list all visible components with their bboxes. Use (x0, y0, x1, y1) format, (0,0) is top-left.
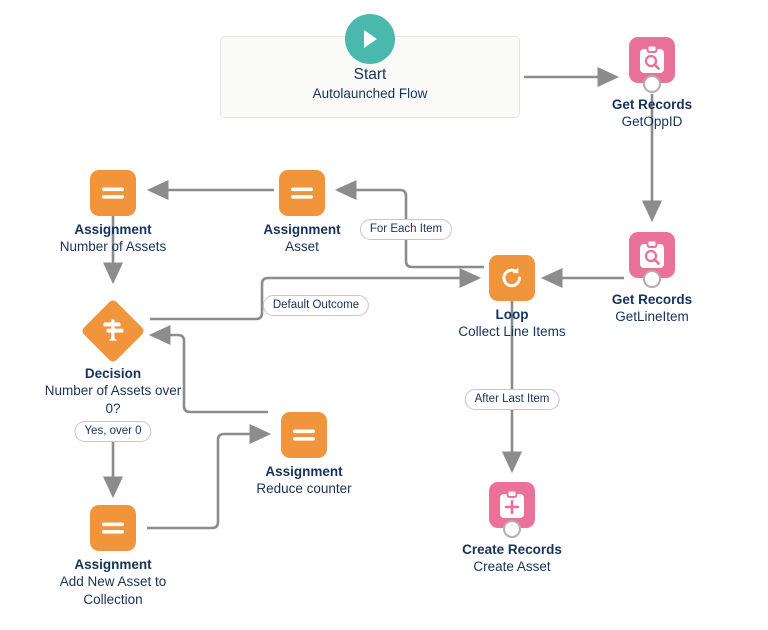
node-title: Assignment (74, 557, 152, 572)
node-title: Create Records (462, 542, 562, 557)
start-subtitle: Autolaunched Flow (312, 86, 428, 101)
node-assignment-number-of-assets[interactable]: Assignment Number of Assets (13, 170, 213, 256)
start-title: Start (353, 66, 387, 83)
play-icon (345, 14, 395, 64)
connector-label-yes-over-0[interactable]: Yes, over 0 (74, 421, 152, 442)
node-subtitle: Number of Assets over 0? (44, 383, 182, 416)
node-subtitle: Create Asset (473, 559, 551, 575)
get-records-icon (629, 37, 675, 93)
node-decision-number-of-assets-over-0[interactable]: Decision Number of Assets over 0? (13, 298, 213, 417)
node-title: Loop (495, 307, 529, 322)
node-get-records-getoppid[interactable]: Get Records GetOppID (552, 37, 752, 131)
node-loop-collect-line-items[interactable]: Loop Collect Line Items (412, 255, 612, 341)
connector-label-default-outcome[interactable]: Default Outcome (262, 295, 370, 316)
node-create-records-create-asset[interactable]: Create Records Create Asset (412, 482, 612, 576)
node-subtitle: Number of Assets (59, 239, 167, 255)
assignment-icon (279, 170, 325, 216)
node-assignment-reduce-counter[interactable]: Assignment Reduce counter (204, 412, 404, 498)
node-title: Assignment (74, 222, 152, 237)
node-subtitle: GetLineItem (615, 309, 689, 325)
node-subtitle: Reduce counter (256, 481, 352, 497)
assignment-icon (281, 412, 327, 458)
node-title: Get Records (611, 97, 693, 112)
node-assignment-add-new-asset[interactable]: Assignment Add New Asset to Collection (13, 505, 213, 608)
connector-nub (643, 75, 661, 93)
assignment-icon (90, 505, 136, 551)
create-records-icon (489, 482, 535, 538)
node-subtitle: Asset (285, 239, 319, 255)
node-subtitle: Collect Line Items (458, 324, 566, 340)
node-subtitle: Add New Asset to Collection (59, 574, 167, 607)
connector-label-after-last-item[interactable]: After Last Item (464, 389, 560, 410)
node-title: Assignment (263, 222, 341, 237)
node-get-records-getlineitem[interactable]: Get Records GetLineItem (552, 232, 752, 326)
connector-nub (643, 270, 661, 288)
node-title: Get Records (611, 292, 693, 307)
node-title: Assignment (265, 464, 343, 479)
connector-label-for-each-item[interactable]: For Each Item (359, 219, 453, 240)
decision-icon (80, 298, 146, 364)
node-subtitle: GetOppID (621, 114, 683, 130)
connector-nub (503, 520, 521, 538)
start-node-labels: Start Autolaunched Flow (220, 66, 520, 101)
assignment-icon (90, 170, 136, 216)
node-title: Decision (84, 366, 142, 381)
node-assignment-asset[interactable]: Assignment Asset (202, 170, 402, 256)
get-records-icon (629, 232, 675, 288)
loop-icon (489, 255, 535, 301)
